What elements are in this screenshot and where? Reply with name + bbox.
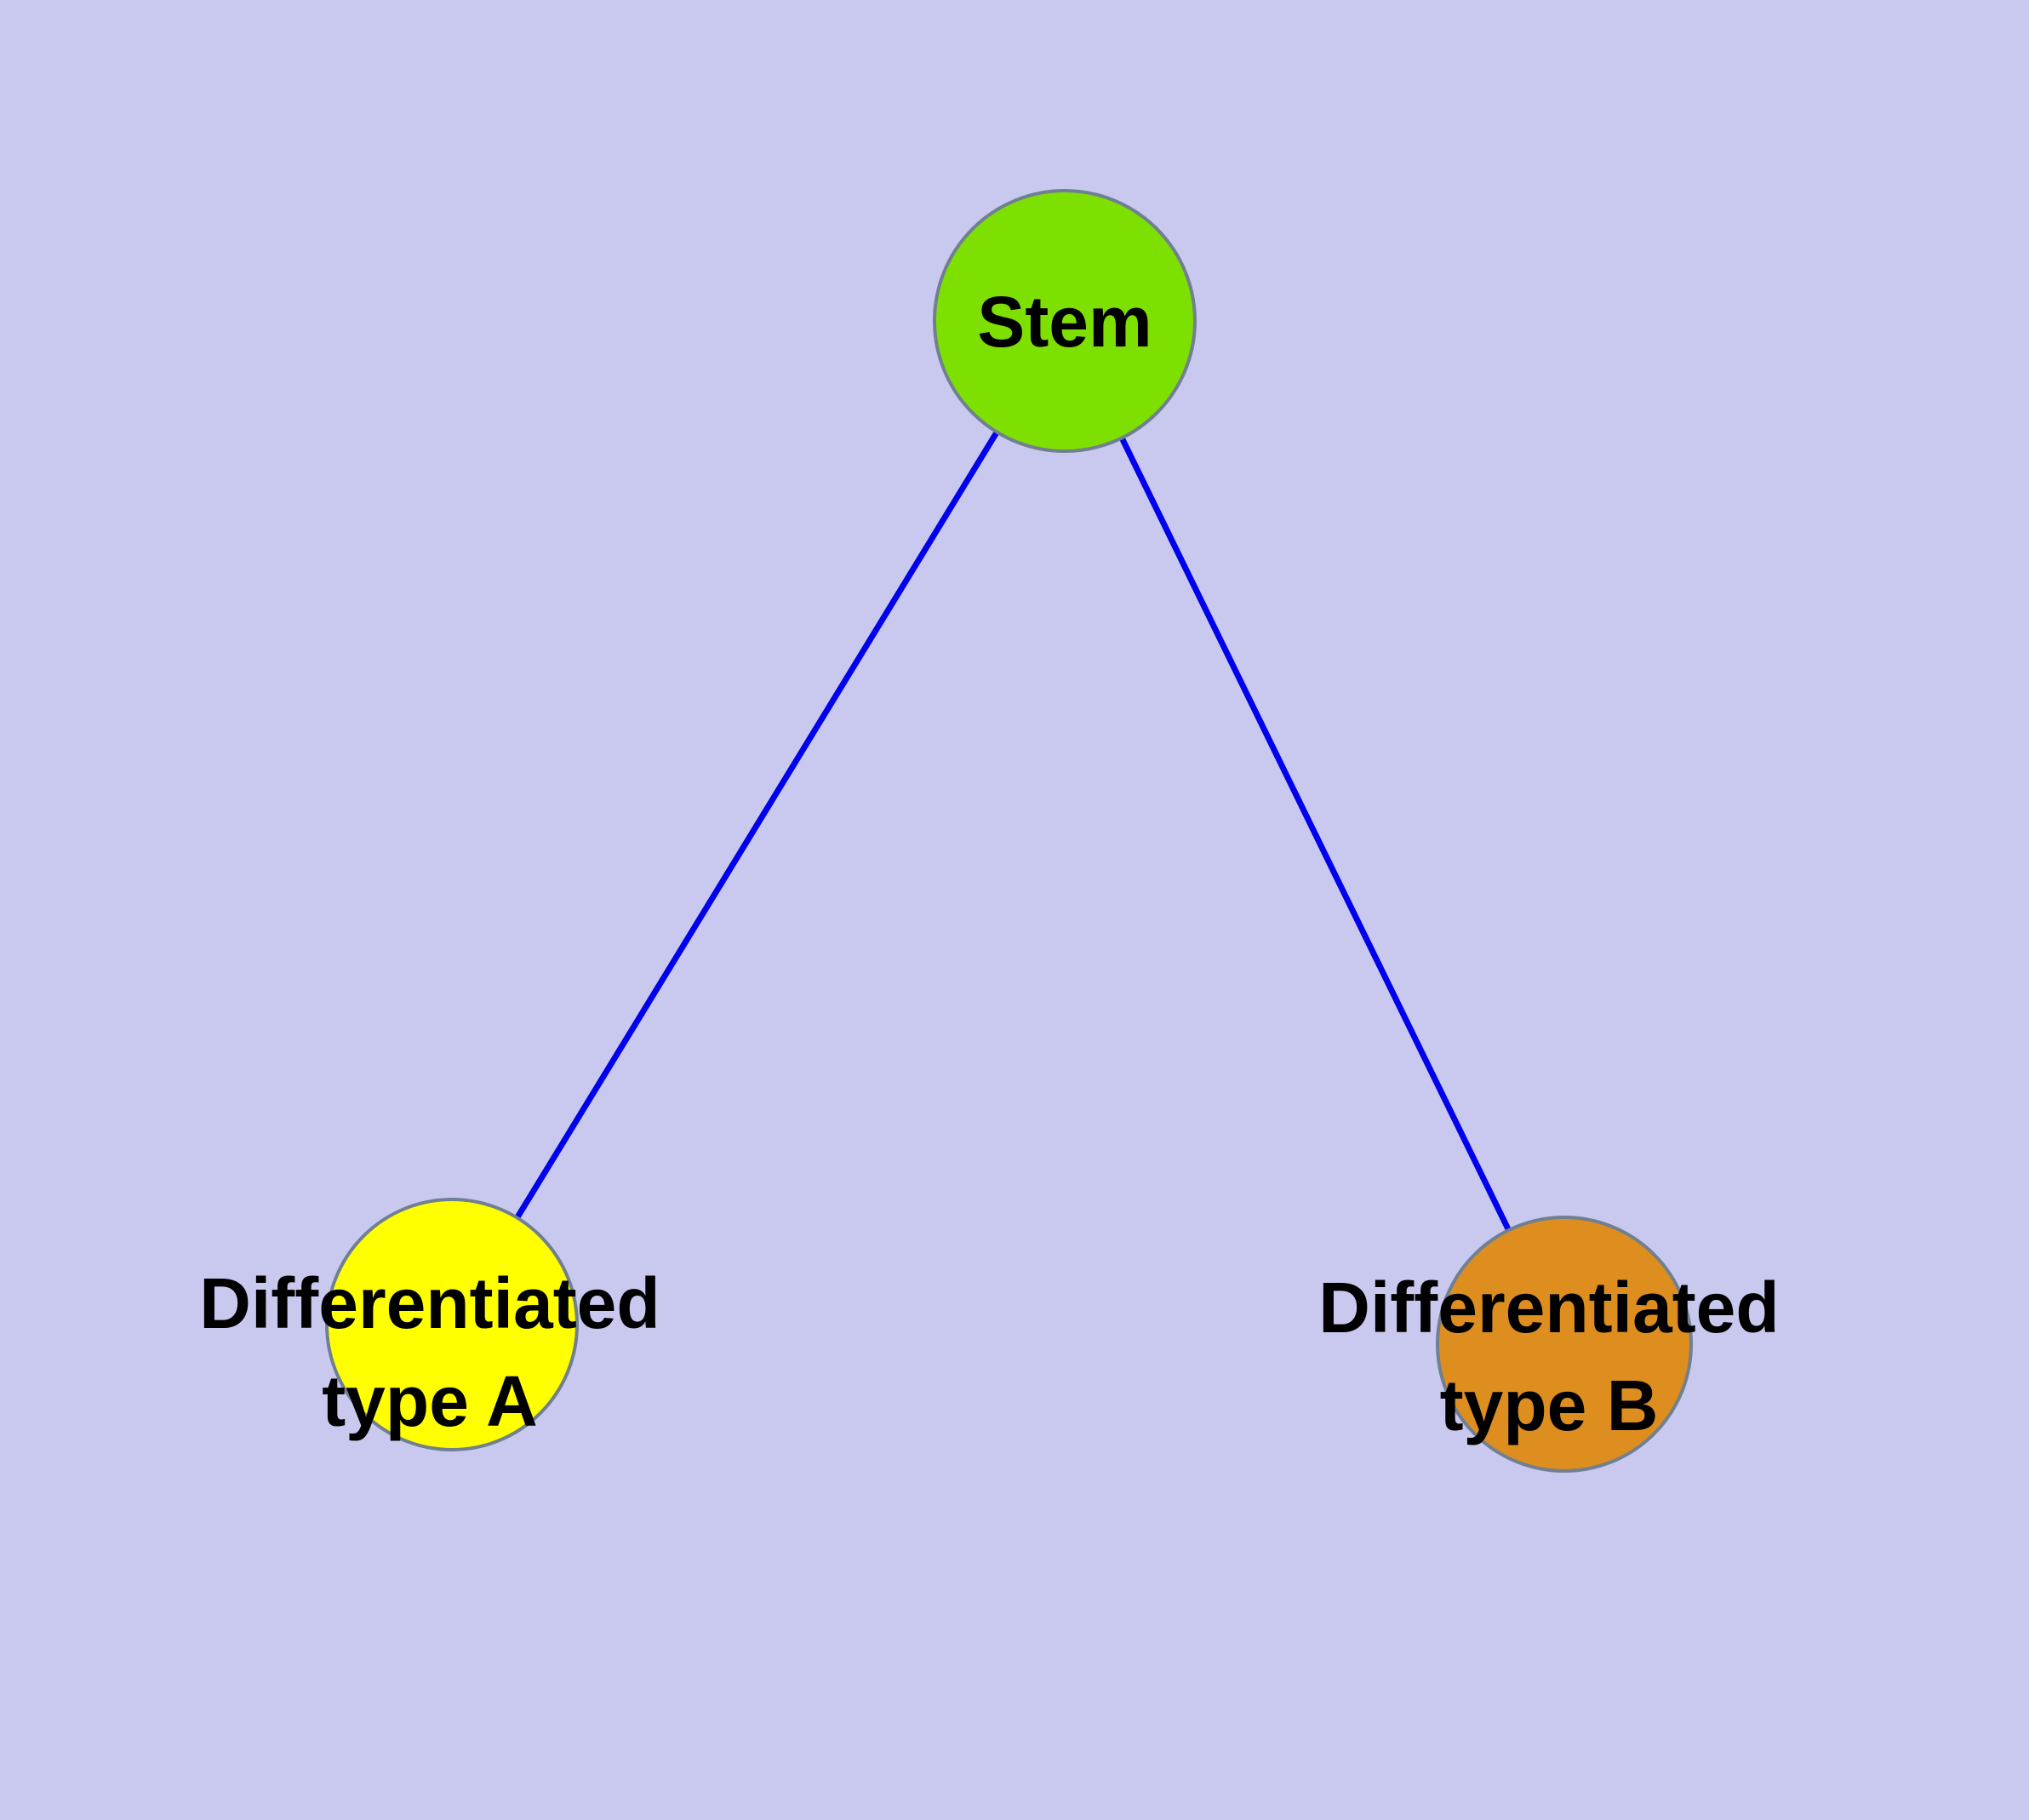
node-type-a-label-line1: Differentiated — [199, 1263, 660, 1343]
node-type-b-label-line1: Differentiated — [1318, 1268, 1779, 1348]
edge-stem-to-type-a — [449, 319, 1067, 1326]
node-type-a — [325, 1198, 579, 1451]
node-type-b-label-line2: type B — [1440, 1365, 1659, 1445]
node-type-b — [1436, 1216, 1693, 1473]
edge-stem-to-type-b — [1061, 319, 1568, 1346]
node-type-a-label-line2: type A — [322, 1361, 538, 1441]
node-stem — [933, 189, 1197, 453]
node-stem-label: Stem — [977, 282, 1152, 362]
